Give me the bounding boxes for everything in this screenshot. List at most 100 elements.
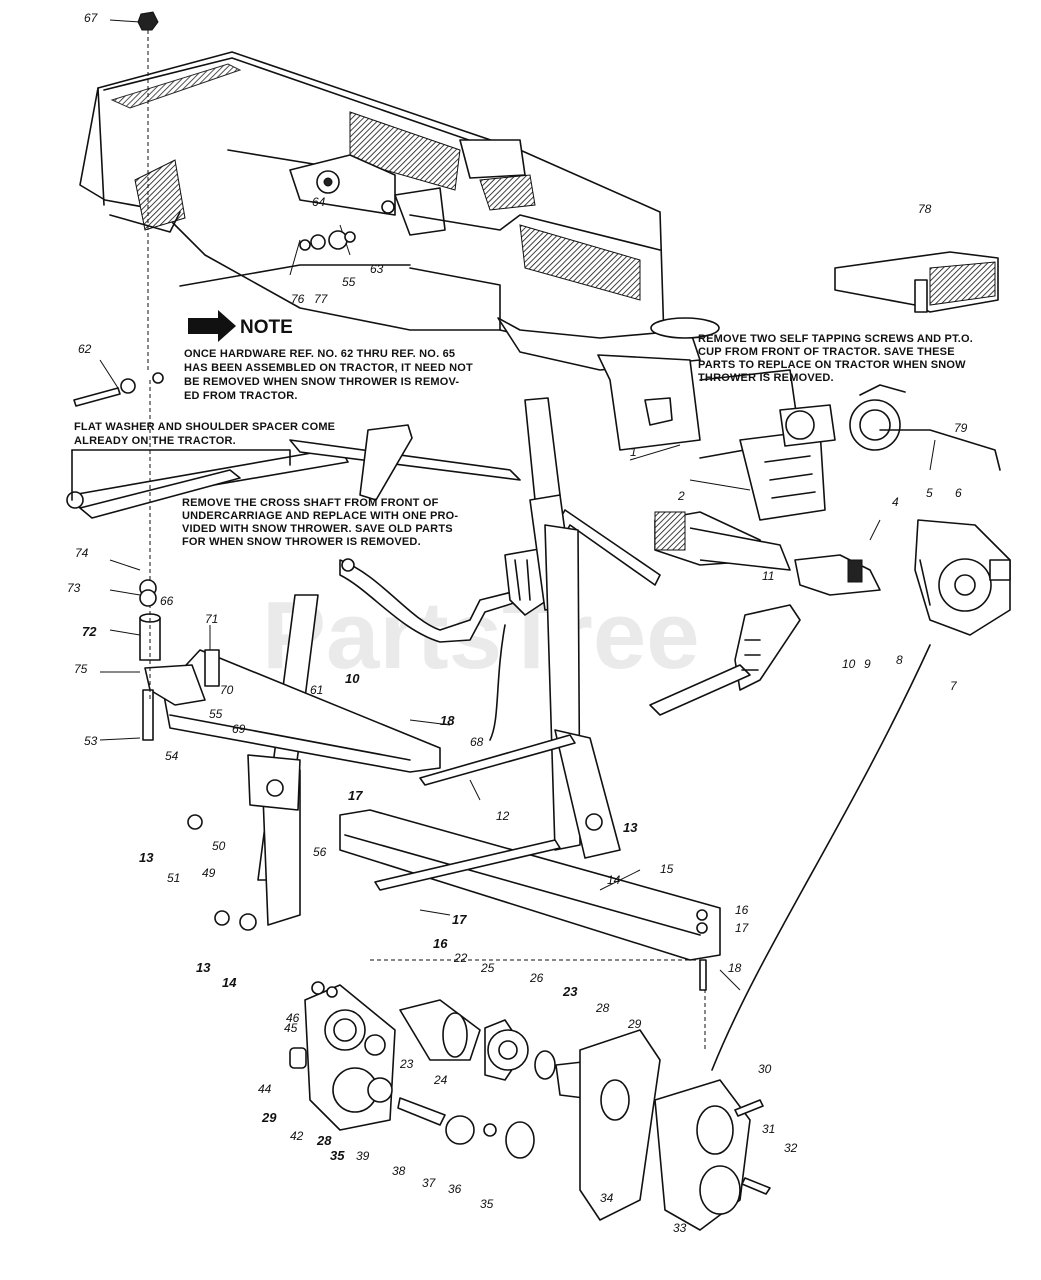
callout: 18 bbox=[440, 713, 455, 728]
callout: 10 bbox=[842, 657, 856, 671]
callout: 17 bbox=[348, 788, 363, 803]
callout: 55 bbox=[209, 707, 223, 721]
note-line: FOR WHEN SNOW THROWER IS REMOVED. bbox=[182, 536, 421, 548]
callout: 28 bbox=[595, 1001, 610, 1015]
note-line: ALREADY ON THE TRACTOR. bbox=[74, 435, 236, 447]
callout: 42 bbox=[290, 1129, 304, 1143]
note-line: VIDED WITH SNOW THROWER. SAVE OLD PARTS bbox=[182, 523, 453, 535]
callout: 23 bbox=[562, 984, 578, 999]
callout: 25 bbox=[480, 961, 495, 975]
callout: 72 bbox=[82, 624, 97, 639]
callout: 31 bbox=[762, 1122, 775, 1136]
callout: 36 bbox=[448, 1182, 462, 1196]
note-shaft: REMOVE THE CROSS SHAFT FROM FRONT OF UND… bbox=[182, 497, 458, 548]
note-line: ONCE HARDWARE REF. NO. 62 THRU REF. NO. … bbox=[184, 348, 455, 360]
callout: 55 bbox=[342, 275, 356, 289]
callout: 62 bbox=[78, 342, 92, 356]
callout: 1 bbox=[630, 445, 637, 459]
watermark: PartsTree bbox=[262, 582, 700, 689]
callout: 70 bbox=[220, 683, 234, 697]
gear-case bbox=[289, 624, 931, 1231]
part-78-bracket bbox=[834, 251, 999, 313]
callout: 11 bbox=[762, 569, 774, 583]
callout: 64 bbox=[312, 195, 326, 209]
callout: 13 bbox=[623, 820, 638, 835]
callout: 34 bbox=[600, 1191, 614, 1205]
callout: 76 bbox=[291, 292, 305, 306]
arrow-right-icon bbox=[188, 310, 236, 342]
callout: 14 bbox=[222, 975, 237, 990]
note-title: NOTE bbox=[240, 317, 293, 338]
leader-lines bbox=[99, 19, 936, 1050]
callout: 53 bbox=[84, 734, 98, 748]
callout: 35 bbox=[480, 1197, 494, 1211]
callout: 14 bbox=[607, 873, 621, 887]
callout: 24 bbox=[433, 1073, 448, 1087]
hardware bbox=[73, 11, 771, 1195]
callout: 66 bbox=[160, 594, 174, 608]
callout: 5 bbox=[926, 486, 933, 500]
callout: 12 bbox=[496, 809, 510, 823]
note-line: HAS BEEN ASSEMBLED ON TRACTOR, IT NEED N… bbox=[184, 362, 473, 374]
callout: 45 bbox=[284, 1021, 298, 1035]
callout: 28 bbox=[316, 1133, 332, 1148]
callout: 9 bbox=[864, 657, 871, 671]
note-line: PARTS TO REPLACE ON TRACTOR WHEN SNOW bbox=[698, 359, 966, 371]
callout: 8 bbox=[896, 653, 903, 667]
pto-assembly bbox=[654, 429, 1011, 636]
callout: 56 bbox=[313, 845, 327, 859]
callout: 79 bbox=[954, 421, 968, 435]
note-line: BE REMOVED WHEN SNOW THROWER IS REMOV- bbox=[184, 376, 459, 388]
note-main: NOTE ONCE HARDWARE REF. NO. 62 THRU REF.… bbox=[184, 310, 473, 402]
callout: 22 bbox=[453, 951, 468, 965]
callout: 33 bbox=[673, 1221, 687, 1235]
callout: 10 bbox=[345, 671, 360, 686]
callout: 15 bbox=[660, 862, 674, 876]
callout: 67 bbox=[84, 11, 99, 25]
callout: 32 bbox=[784, 1141, 798, 1155]
callout: 30 bbox=[758, 1062, 772, 1076]
callout: 71 bbox=[205, 612, 218, 626]
lift-arm-right bbox=[649, 604, 801, 716]
callout: 46 bbox=[286, 1011, 300, 1025]
callout: 13 bbox=[196, 960, 211, 975]
callout: 13 bbox=[139, 850, 154, 865]
note-pto: REMOVE TWO SELF TAPPING SCREWS AND PT.O.… bbox=[698, 333, 973, 384]
callout: 16 bbox=[735, 903, 749, 917]
callout: 6 bbox=[955, 486, 962, 500]
note-line: FLAT WASHER AND SHOULDER SPACER COME bbox=[74, 421, 335, 433]
callout: 23 bbox=[399, 1057, 414, 1071]
note-line: THROWER IS REMOVED. bbox=[698, 372, 834, 384]
note-line: ED FROM TRACTOR. bbox=[184, 390, 298, 402]
callout: 4 bbox=[892, 495, 899, 509]
callout: 44 bbox=[258, 1082, 272, 1096]
callout: 2 bbox=[677, 489, 685, 503]
callout: 29 bbox=[261, 1110, 277, 1125]
callout: 61 bbox=[310, 683, 323, 697]
callout: 75 bbox=[74, 662, 88, 676]
callout: 37 bbox=[422, 1176, 437, 1190]
note-washer: FLAT WASHER AND SHOULDER SPACER COME ALR… bbox=[74, 421, 335, 447]
callout: 69 bbox=[232, 722, 246, 736]
note-line: CUP FROM FRONT OF TRACTOR. SAVE THESE bbox=[698, 346, 955, 358]
note-line: REMOVE THE CROSS SHAFT FROM FRONT OF bbox=[182, 497, 439, 509]
callout: 54 bbox=[165, 749, 179, 763]
callout: 50 bbox=[212, 839, 226, 853]
callout: 35 bbox=[330, 1148, 345, 1163]
callout: 78 bbox=[918, 202, 932, 216]
callout: 73 bbox=[67, 581, 81, 595]
callout: 74 bbox=[75, 546, 89, 560]
callout: 18 bbox=[728, 961, 742, 975]
callout: 68 bbox=[470, 735, 484, 749]
callouts: 67 64 63 55 77 76 78 62 79 1 2 4 5 6 11 … bbox=[67, 11, 968, 1235]
callout: 17 bbox=[735, 921, 750, 935]
callout: 26 bbox=[529, 971, 544, 985]
callout: 51 bbox=[167, 871, 180, 885]
callout: 77 bbox=[314, 292, 329, 306]
callout: 49 bbox=[202, 866, 216, 880]
callout: 63 bbox=[370, 262, 384, 276]
callout: 39 bbox=[356, 1149, 370, 1163]
tractor-frame bbox=[79, 51, 906, 521]
callout: 29 bbox=[627, 1017, 642, 1031]
